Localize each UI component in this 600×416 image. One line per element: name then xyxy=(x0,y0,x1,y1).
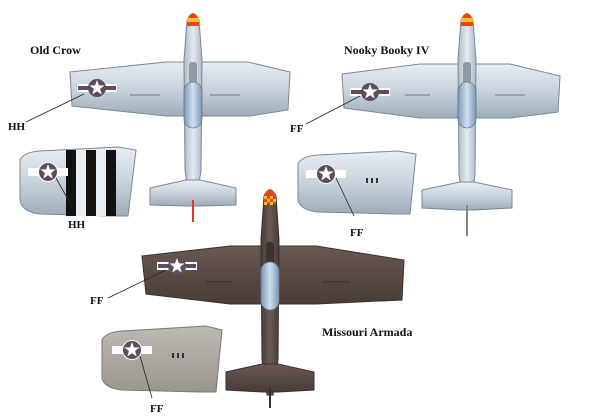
drop-tank-icon xyxy=(260,261,280,311)
drop-tank-icon xyxy=(183,81,203,129)
aircraft-name-nooky-booky: Nooky Booky IV xyxy=(344,43,430,57)
old-crow-wing-detail xyxy=(19,146,137,217)
leader-line xyxy=(25,93,85,123)
drop-tank-icon xyxy=(457,81,477,129)
old-crow-top-view xyxy=(69,13,291,222)
missouri-armada-tailplane xyxy=(225,363,315,393)
aircraft-name-missouri-armada: Missouri Armada xyxy=(322,325,412,339)
invasion-stripes-icon xyxy=(66,150,116,216)
leader-line xyxy=(139,355,153,399)
callout-code: FF xyxy=(150,403,164,415)
nooky-booky-top-view xyxy=(341,13,561,236)
leader-line xyxy=(107,269,167,299)
leader-line xyxy=(305,95,361,125)
callout-code: FF xyxy=(350,227,364,239)
callout-code: FF xyxy=(290,123,304,135)
missouri-armada-wing-detail xyxy=(101,325,223,393)
nooky-booky-tailplane xyxy=(421,181,513,211)
leader-line xyxy=(335,177,355,217)
old-crow-tailplane xyxy=(149,179,237,207)
missouri-armada-top-view xyxy=(141,189,405,408)
callout-code: HH xyxy=(68,219,86,231)
nooky-booky-wing-detail xyxy=(297,150,417,215)
aircraft-name-old-crow: Old Crow xyxy=(30,43,81,57)
checker-nose-icon xyxy=(264,196,276,205)
leader-line xyxy=(55,177,75,211)
callout-code: FF xyxy=(90,295,104,307)
nooky-booky-wing xyxy=(341,63,561,119)
callout-code: HH xyxy=(8,121,26,133)
